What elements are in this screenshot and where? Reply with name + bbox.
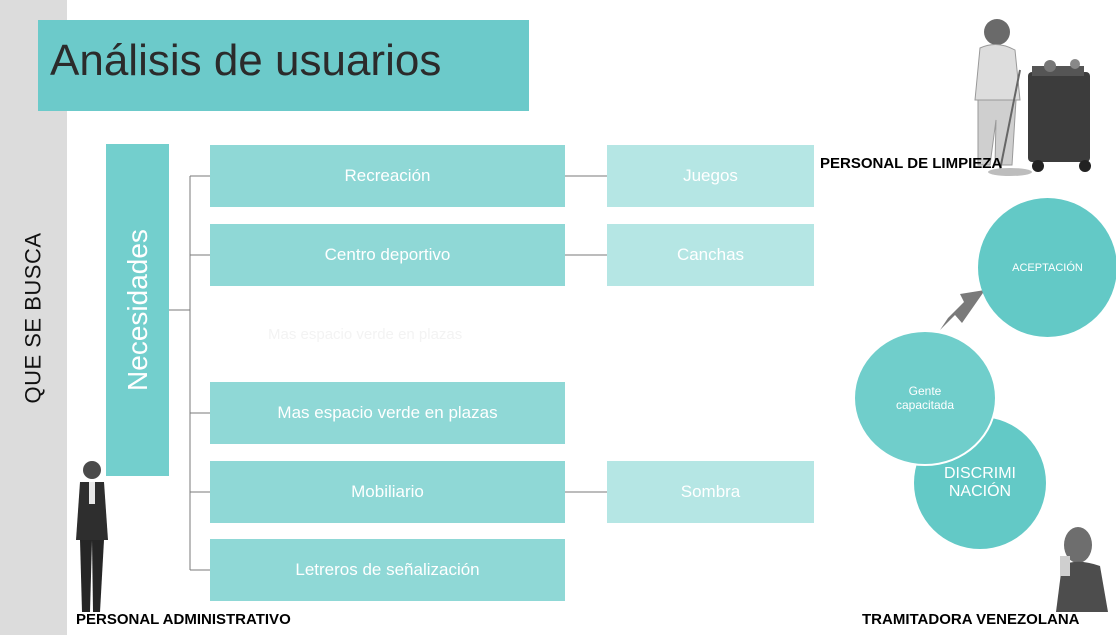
ghost-text: Mas espacio verde en plazas xyxy=(268,326,463,343)
node-recreacion: Recreación xyxy=(210,145,565,207)
node-label: Mobiliario xyxy=(351,482,424,501)
node-mobiliario: Mobiliario xyxy=(210,461,565,523)
up-arrow-icon xyxy=(940,290,985,330)
node-label: Mas espacio verde en plazas xyxy=(277,403,498,422)
root-node: Necesidades xyxy=(106,144,169,476)
node-espacio-verde: Mas espacio verde en plazas xyxy=(210,382,565,444)
leaf-label: Sombra xyxy=(680,482,741,501)
node-label: Centro deportivo xyxy=(324,245,451,264)
leaf-sombra: Sombra xyxy=(607,461,814,523)
circle-discrimination-line2: NACIÓN xyxy=(948,483,1012,500)
node-label: Letreros de señalización xyxy=(295,560,480,579)
circle-acceptance: ACEPTACIÓN xyxy=(978,198,1116,337)
node-label: Recreación xyxy=(344,166,431,185)
leaf-label: Juegos xyxy=(683,166,738,185)
caption-cleaning: PERSONAL DE LIMPIEZA xyxy=(820,155,1003,172)
circle-trained: Gente capacitada xyxy=(853,330,997,466)
caption-admin: PERSONAL ADMINISTRATIVO xyxy=(76,611,291,628)
leaf-juegos: Juegos xyxy=(607,145,814,207)
page-title: Análisis de usuarios xyxy=(50,36,442,85)
circle-discrimination-line1: DISCRIMI xyxy=(944,465,1016,482)
leaf-canchas: Canchas xyxy=(607,224,814,286)
circle-trained-line2: capacitada xyxy=(895,398,955,412)
circle-acceptance-label: ACEPTACIÓN xyxy=(1012,261,1083,274)
node-letreros: Letreros de señalización xyxy=(210,539,565,601)
caption-tramitadora: TRAMITADORA VENEZOLANA xyxy=(862,611,1080,628)
leaf-label: Canchas xyxy=(676,245,745,264)
node-centro-deportivo: Centro deportivo xyxy=(210,224,565,286)
title-banner xyxy=(38,20,529,111)
circle-trained-line1: Gente xyxy=(908,384,942,398)
